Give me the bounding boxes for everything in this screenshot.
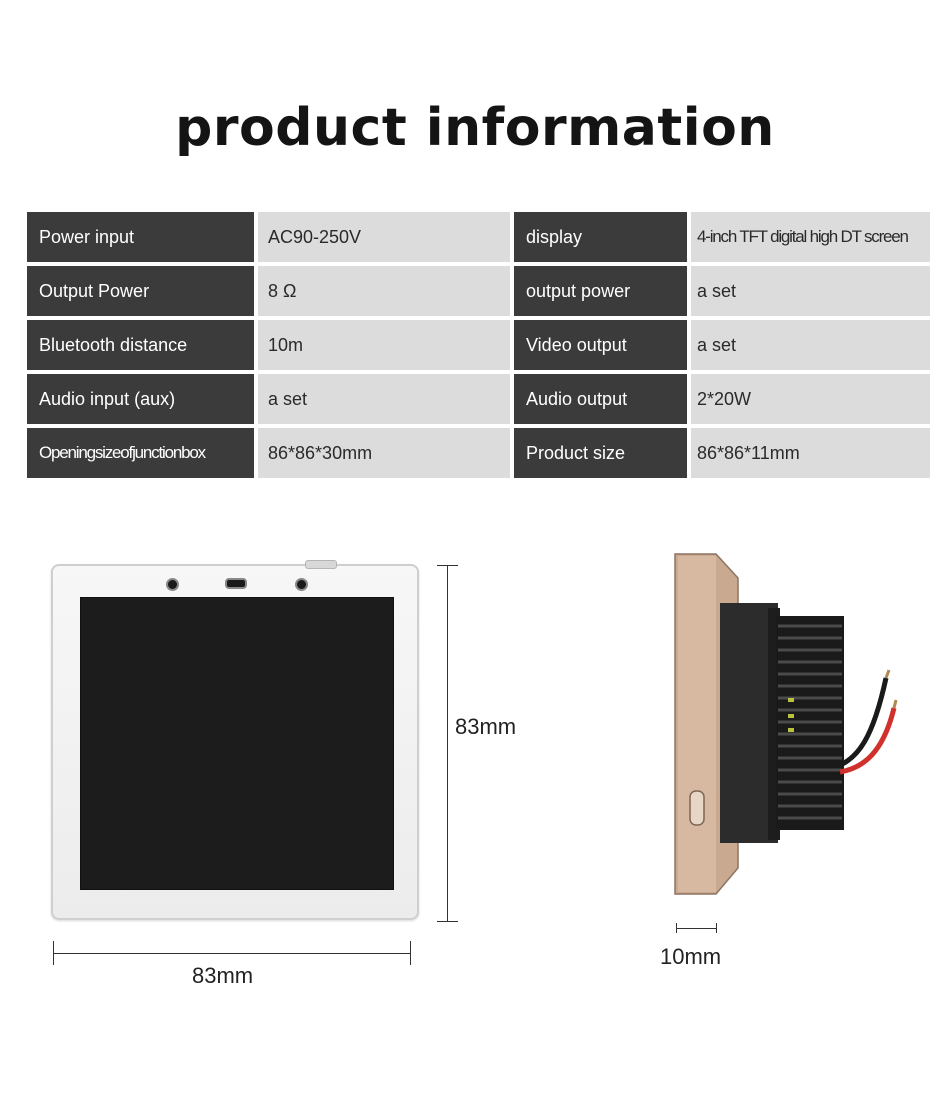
side-button [305, 560, 337, 569]
spec-label: Audio output [514, 374, 687, 424]
width-dimension-label: 83mm [192, 963, 254, 988]
spec-value: 10m [258, 320, 510, 370]
spec-label: Power input [27, 212, 254, 262]
device-screen [80, 597, 394, 890]
spec-label: Bluetooth distance [27, 320, 254, 370]
spec-row: Output Power 8 Ω output power a set [27, 266, 930, 316]
spec-value: 86*86*11mm [691, 428, 930, 478]
spec-value: a set [691, 320, 930, 370]
dimension-tick [410, 941, 411, 965]
spec-value: 86*86*30mm [258, 428, 510, 478]
sensor-icon [295, 578, 308, 591]
spec-value: a set [258, 374, 510, 424]
spec-label: Product size [514, 428, 687, 478]
depth-dimension-line [676, 928, 716, 929]
dimension-tick [437, 921, 458, 922]
spec-row: Bluetooth distance 10m Video output a se… [27, 320, 930, 370]
height-dimension-label: 83mm [455, 714, 517, 739]
spec-row: Power input AC90-250V display 4-inch TFT… [27, 212, 930, 262]
spec-value: AC90-250V [258, 212, 510, 262]
sensor-icon [166, 578, 179, 591]
spec-label: output power [514, 266, 687, 316]
depth-dimension-label: 10mm [660, 944, 722, 969]
spec-value: a set [691, 266, 930, 316]
page-title: product information [175, 98, 775, 158]
dimension-tick [437, 565, 458, 566]
spec-table: Power input AC90-250V display 4-inch TFT… [27, 212, 930, 482]
spec-row: Openingsizeofjunctionbox 86*86*30mm Prod… [27, 428, 930, 478]
width-dimension-line [53, 953, 411, 954]
spec-label: Output Power [27, 266, 254, 316]
spec-label: Openingsizeofjunctionbox [27, 428, 254, 478]
spec-value: 2*20W [691, 374, 930, 424]
spec-value: 8 Ω [258, 266, 510, 316]
spec-row: Audio input (aux) a set Audio output 2*2… [27, 374, 930, 424]
dimension-tick [676, 923, 677, 933]
device-front-image [51, 560, 419, 920]
spec-value: 4-inch TFT digital high DT screen [691, 212, 930, 262]
spec-label: display [514, 212, 687, 262]
dimension-tick [716, 923, 717, 933]
spec-label: Audio input (aux) [27, 374, 254, 424]
spec-label: Video output [514, 320, 687, 370]
sensor-icon [225, 578, 247, 589]
height-dimension-line [447, 565, 448, 921]
dimension-tick [53, 941, 54, 965]
device-side-image [674, 553, 898, 895]
